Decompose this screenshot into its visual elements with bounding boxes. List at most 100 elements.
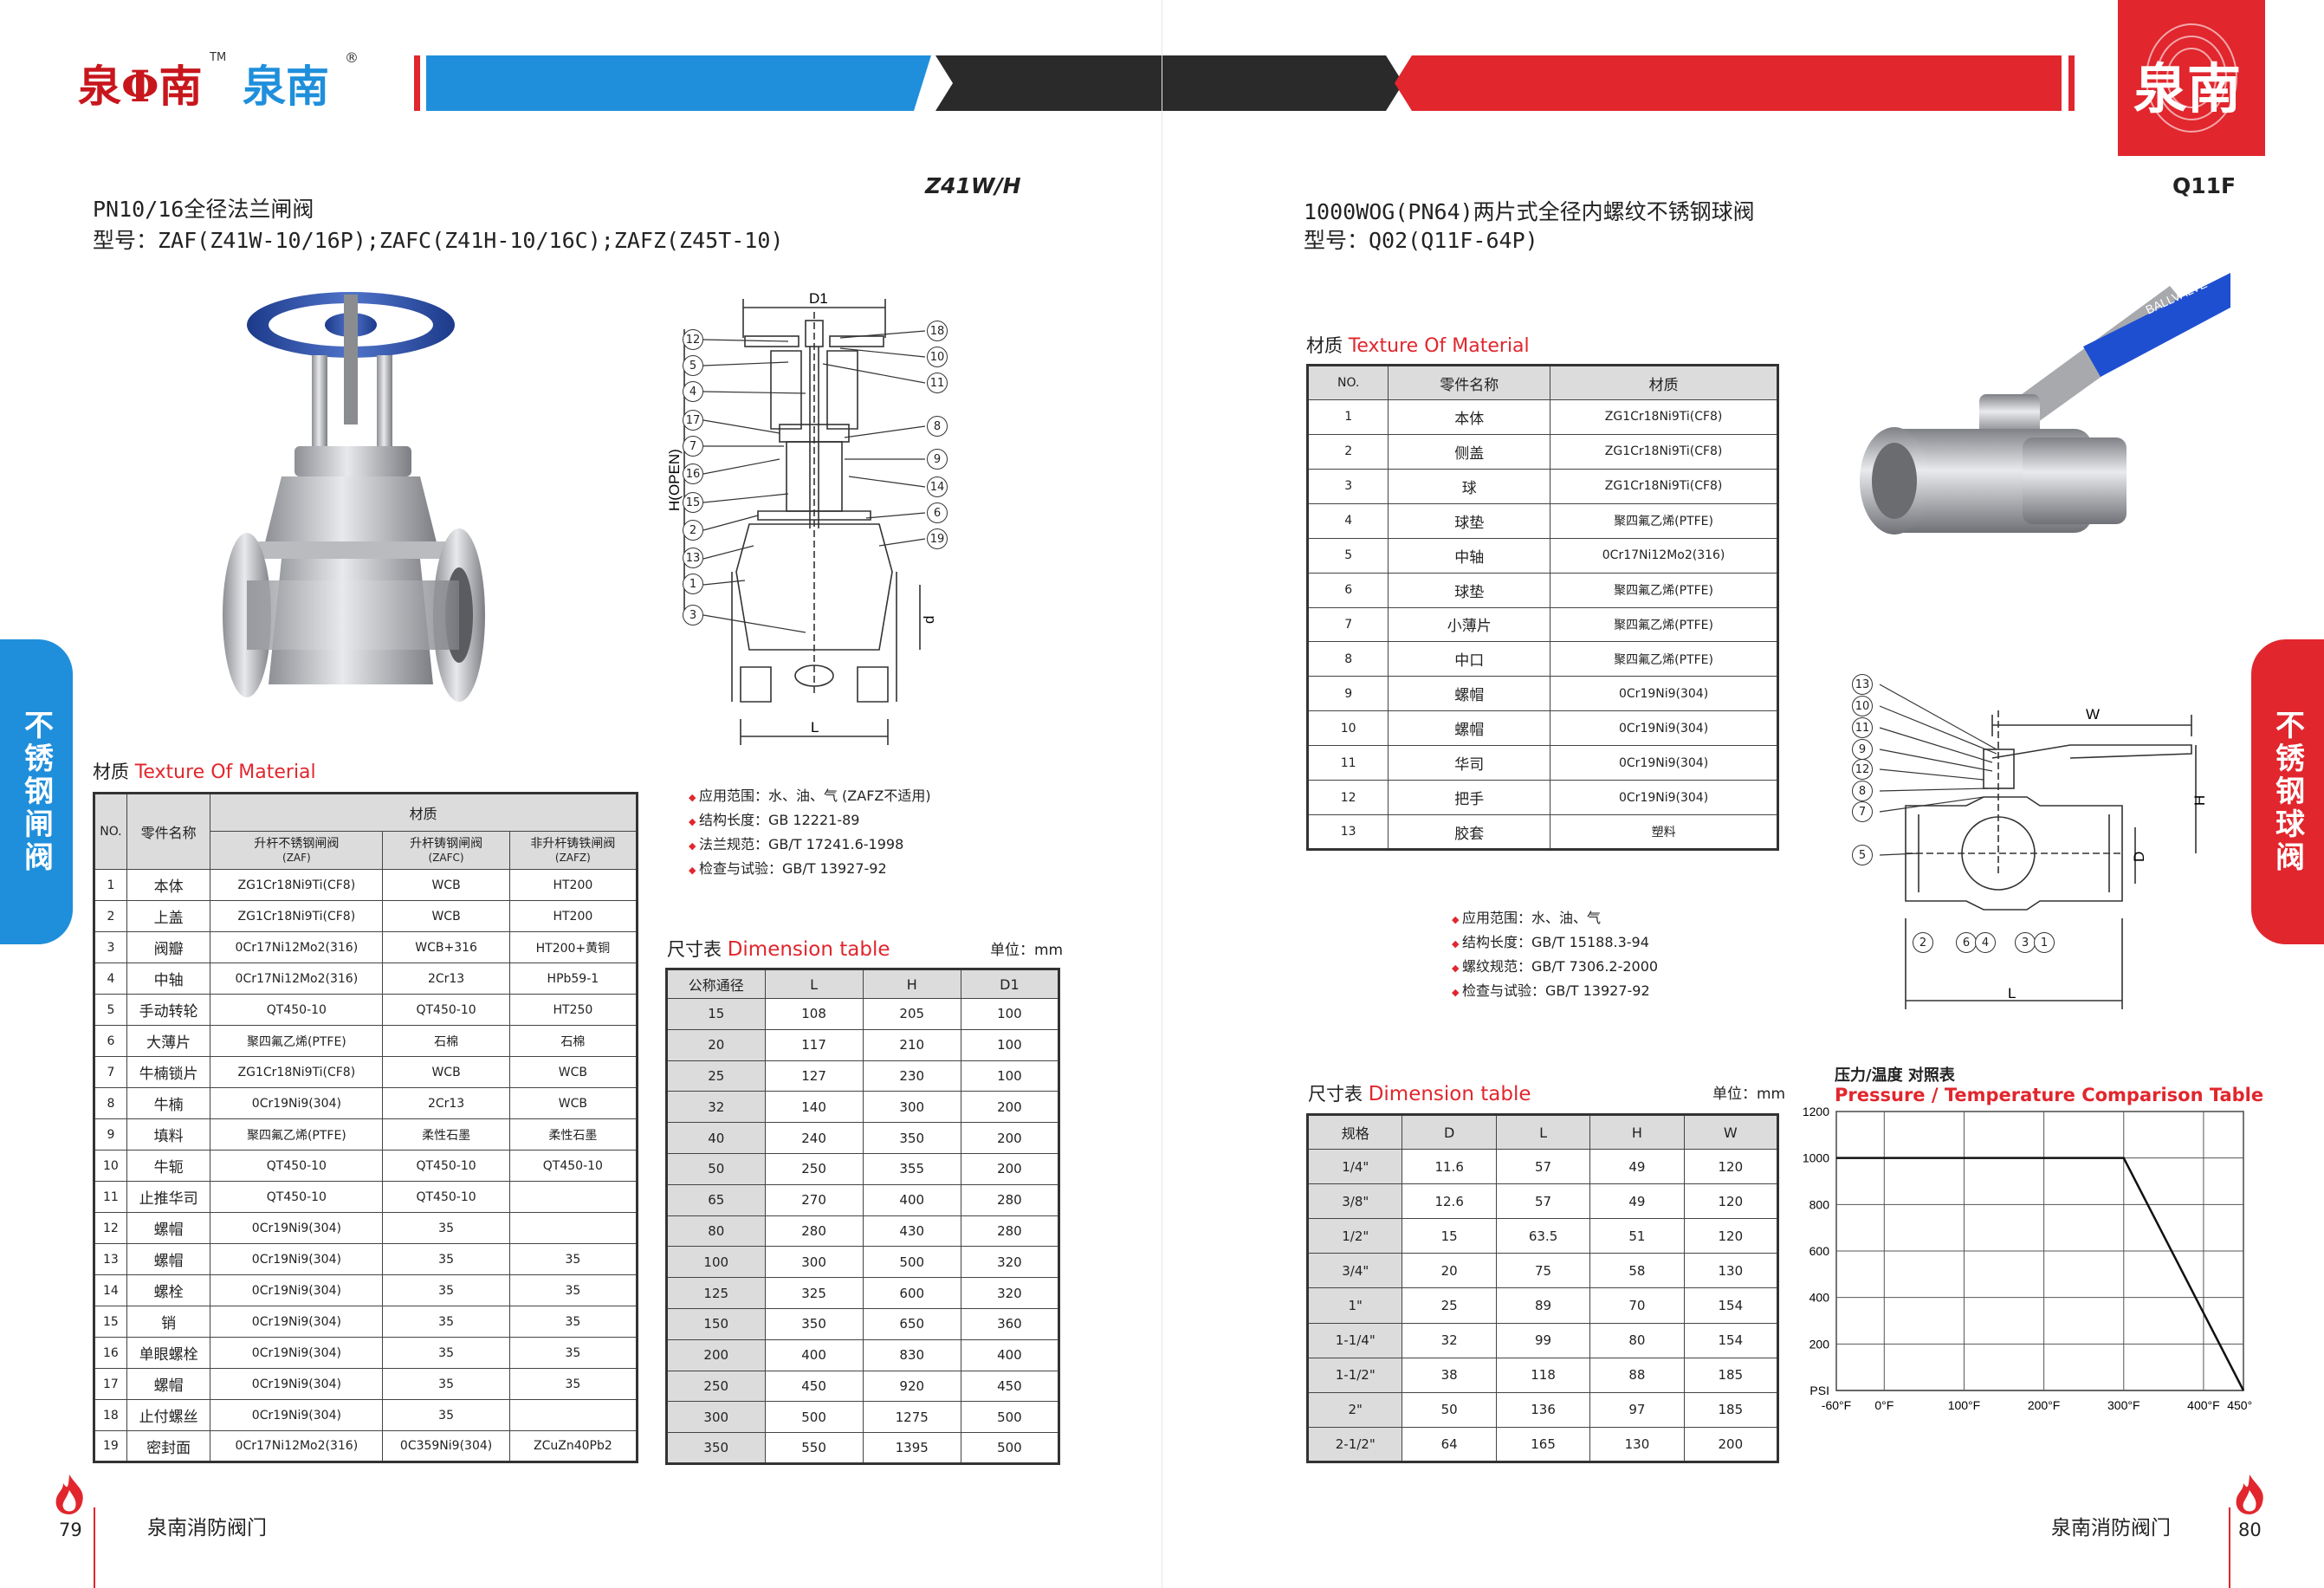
table-cell: 600 bbox=[862, 1277, 961, 1309]
spec-item: ◆ 检查与试验：GB/T 13927-92 bbox=[689, 857, 887, 878]
table-cell: 0C359Ni9(304) bbox=[382, 1430, 510, 1462]
table-cell: 130 bbox=[1683, 1253, 1779, 1289]
table-cell: 3 bbox=[1306, 468, 1389, 504]
table-cell: 16 bbox=[94, 1337, 127, 1369]
table-cell: 75 bbox=[1495, 1253, 1591, 1289]
spec-text: 检查与试验：GB/T 13927-92 bbox=[1461, 982, 1650, 999]
table-cell: 17 bbox=[94, 1368, 127, 1400]
table-cell: 4 bbox=[94, 963, 127, 995]
table-cell: 350 bbox=[764, 1307, 864, 1340]
callout-number: 16 bbox=[683, 463, 703, 484]
table-cell: 大薄片 bbox=[126, 1025, 211, 1057]
table-cell: WCB bbox=[382, 900, 510, 932]
table-cell: 密封面 bbox=[126, 1430, 211, 1462]
table-cell: 32 bbox=[666, 1091, 766, 1124]
callout-number: 17 bbox=[683, 410, 703, 431]
callout-number: 19 bbox=[927, 528, 948, 549]
table-cell: 9 bbox=[94, 1118, 127, 1150]
footer-text-right: 泉南消防阀门 bbox=[2051, 1517, 2171, 1539]
callout-number: 3 bbox=[683, 605, 703, 625]
table-cell: 35 bbox=[508, 1368, 638, 1400]
side-tab-ball-valve: 不锈钢球阀 bbox=[2251, 639, 2324, 944]
table-cell: 140 bbox=[764, 1091, 864, 1124]
callout-number: 9 bbox=[927, 449, 948, 470]
table-cell: 手动转轮 bbox=[126, 994, 211, 1026]
col-material: 材质 bbox=[210, 793, 638, 832]
table-cell: 小薄片 bbox=[1388, 606, 1551, 643]
diamond-bullet-icon: ◆ bbox=[689, 816, 699, 827]
logo-reg: ® bbox=[345, 49, 359, 66]
table-cell: 550 bbox=[764, 1432, 864, 1464]
callout-number: 10 bbox=[1852, 696, 1873, 716]
table-cell: 牛楠锁片 bbox=[126, 1056, 211, 1088]
table-cell: 400 bbox=[764, 1338, 864, 1371]
table-cell: 120 bbox=[1683, 1183, 1779, 1220]
table-cell: 0Cr19Ni9(304) bbox=[210, 1368, 384, 1400]
table-cell: 12.6 bbox=[1402, 1183, 1497, 1220]
table-cell: 230 bbox=[862, 1060, 961, 1092]
corner-logo: 泉南 bbox=[2118, 0, 2265, 156]
ball-dim-col-header: D bbox=[1402, 1114, 1497, 1150]
table-cell: 华司 bbox=[1388, 745, 1551, 781]
table-cell: 1-1/4" bbox=[1306, 1322, 1403, 1358]
table-cell: 1395 bbox=[862, 1432, 961, 1464]
table-cell: WCB+316 bbox=[382, 931, 510, 963]
table-cell: 13 bbox=[1306, 814, 1389, 850]
col-part: 零件名称 bbox=[126, 793, 211, 870]
dim-col-header: 公称通径 bbox=[666, 969, 766, 999]
table-cell: 350 bbox=[666, 1432, 766, 1464]
table-cell: 2Cr13 bbox=[382, 1087, 510, 1119]
table-cell: 80 bbox=[1589, 1322, 1685, 1358]
table-cell: 聚四氟乙烯(PTFE) bbox=[210, 1025, 384, 1057]
spec-item: ◆ 检查与试验：GB/T 13927-92 bbox=[1452, 979, 1650, 1000]
table-cell: 中轴 bbox=[126, 963, 211, 995]
callout-number: 12 bbox=[683, 329, 703, 350]
table-cell: 本体 bbox=[126, 869, 211, 901]
table-cell: 14 bbox=[94, 1274, 127, 1306]
table-cell: 35 bbox=[382, 1337, 510, 1369]
table-cell: 止付螺丝 bbox=[126, 1399, 211, 1431]
material-heading-cn: 材质 bbox=[93, 762, 129, 782]
ball-dim-col-header: 规格 bbox=[1306, 1114, 1403, 1150]
table-cell: 80 bbox=[666, 1215, 766, 1248]
table-cell: 聚四氟乙烯(PTFE) bbox=[1550, 606, 1778, 643]
table-cell: 100 bbox=[960, 1028, 1060, 1061]
y-tick-label: 1200 bbox=[1803, 1105, 1829, 1118]
x-tick-label: 300°F bbox=[2107, 1398, 2140, 1412]
table-cell: 胶套 bbox=[1388, 814, 1551, 850]
callout-number: 1 bbox=[683, 574, 703, 594]
ball-material-heading: 材质 Texture Of Material bbox=[1306, 332, 1530, 358]
table-cell: 螺帽 bbox=[1388, 676, 1551, 712]
table-cell: 15 bbox=[94, 1306, 127, 1338]
table-cell: 185 bbox=[1683, 1391, 1779, 1428]
table-cell: 35 bbox=[382, 1306, 510, 1338]
spec-item: ◆ 应用范围：水、油、气 (ZAFZ不适用) bbox=[689, 784, 931, 805]
table-cell: 1" bbox=[1306, 1287, 1403, 1324]
table-cell: 35 bbox=[382, 1274, 510, 1306]
callout-number: 7 bbox=[1852, 801, 1873, 822]
callout-number: 5 bbox=[683, 355, 703, 376]
table-cell: 3 bbox=[94, 931, 127, 963]
table-cell: 13 bbox=[94, 1243, 127, 1275]
gate-unit: 单位：mm bbox=[990, 942, 1064, 959]
diamond-bullet-icon: ◆ bbox=[689, 865, 699, 876]
variant-name: 升杆不锈钢闸阀 bbox=[254, 836, 340, 851]
table-cell: 57 bbox=[1495, 1183, 1591, 1220]
table-cell: 19 bbox=[94, 1430, 127, 1462]
col-variant: 非升杆铸铁闸阀(ZAFZ) bbox=[508, 831, 638, 870]
table-cell: 100 bbox=[666, 1246, 766, 1279]
spec-text: 结构长度：GB/T 15188.3-94 bbox=[1461, 934, 1649, 950]
table-cell: 6 bbox=[94, 1025, 127, 1057]
table-cell: 11.6 bbox=[1402, 1148, 1497, 1185]
